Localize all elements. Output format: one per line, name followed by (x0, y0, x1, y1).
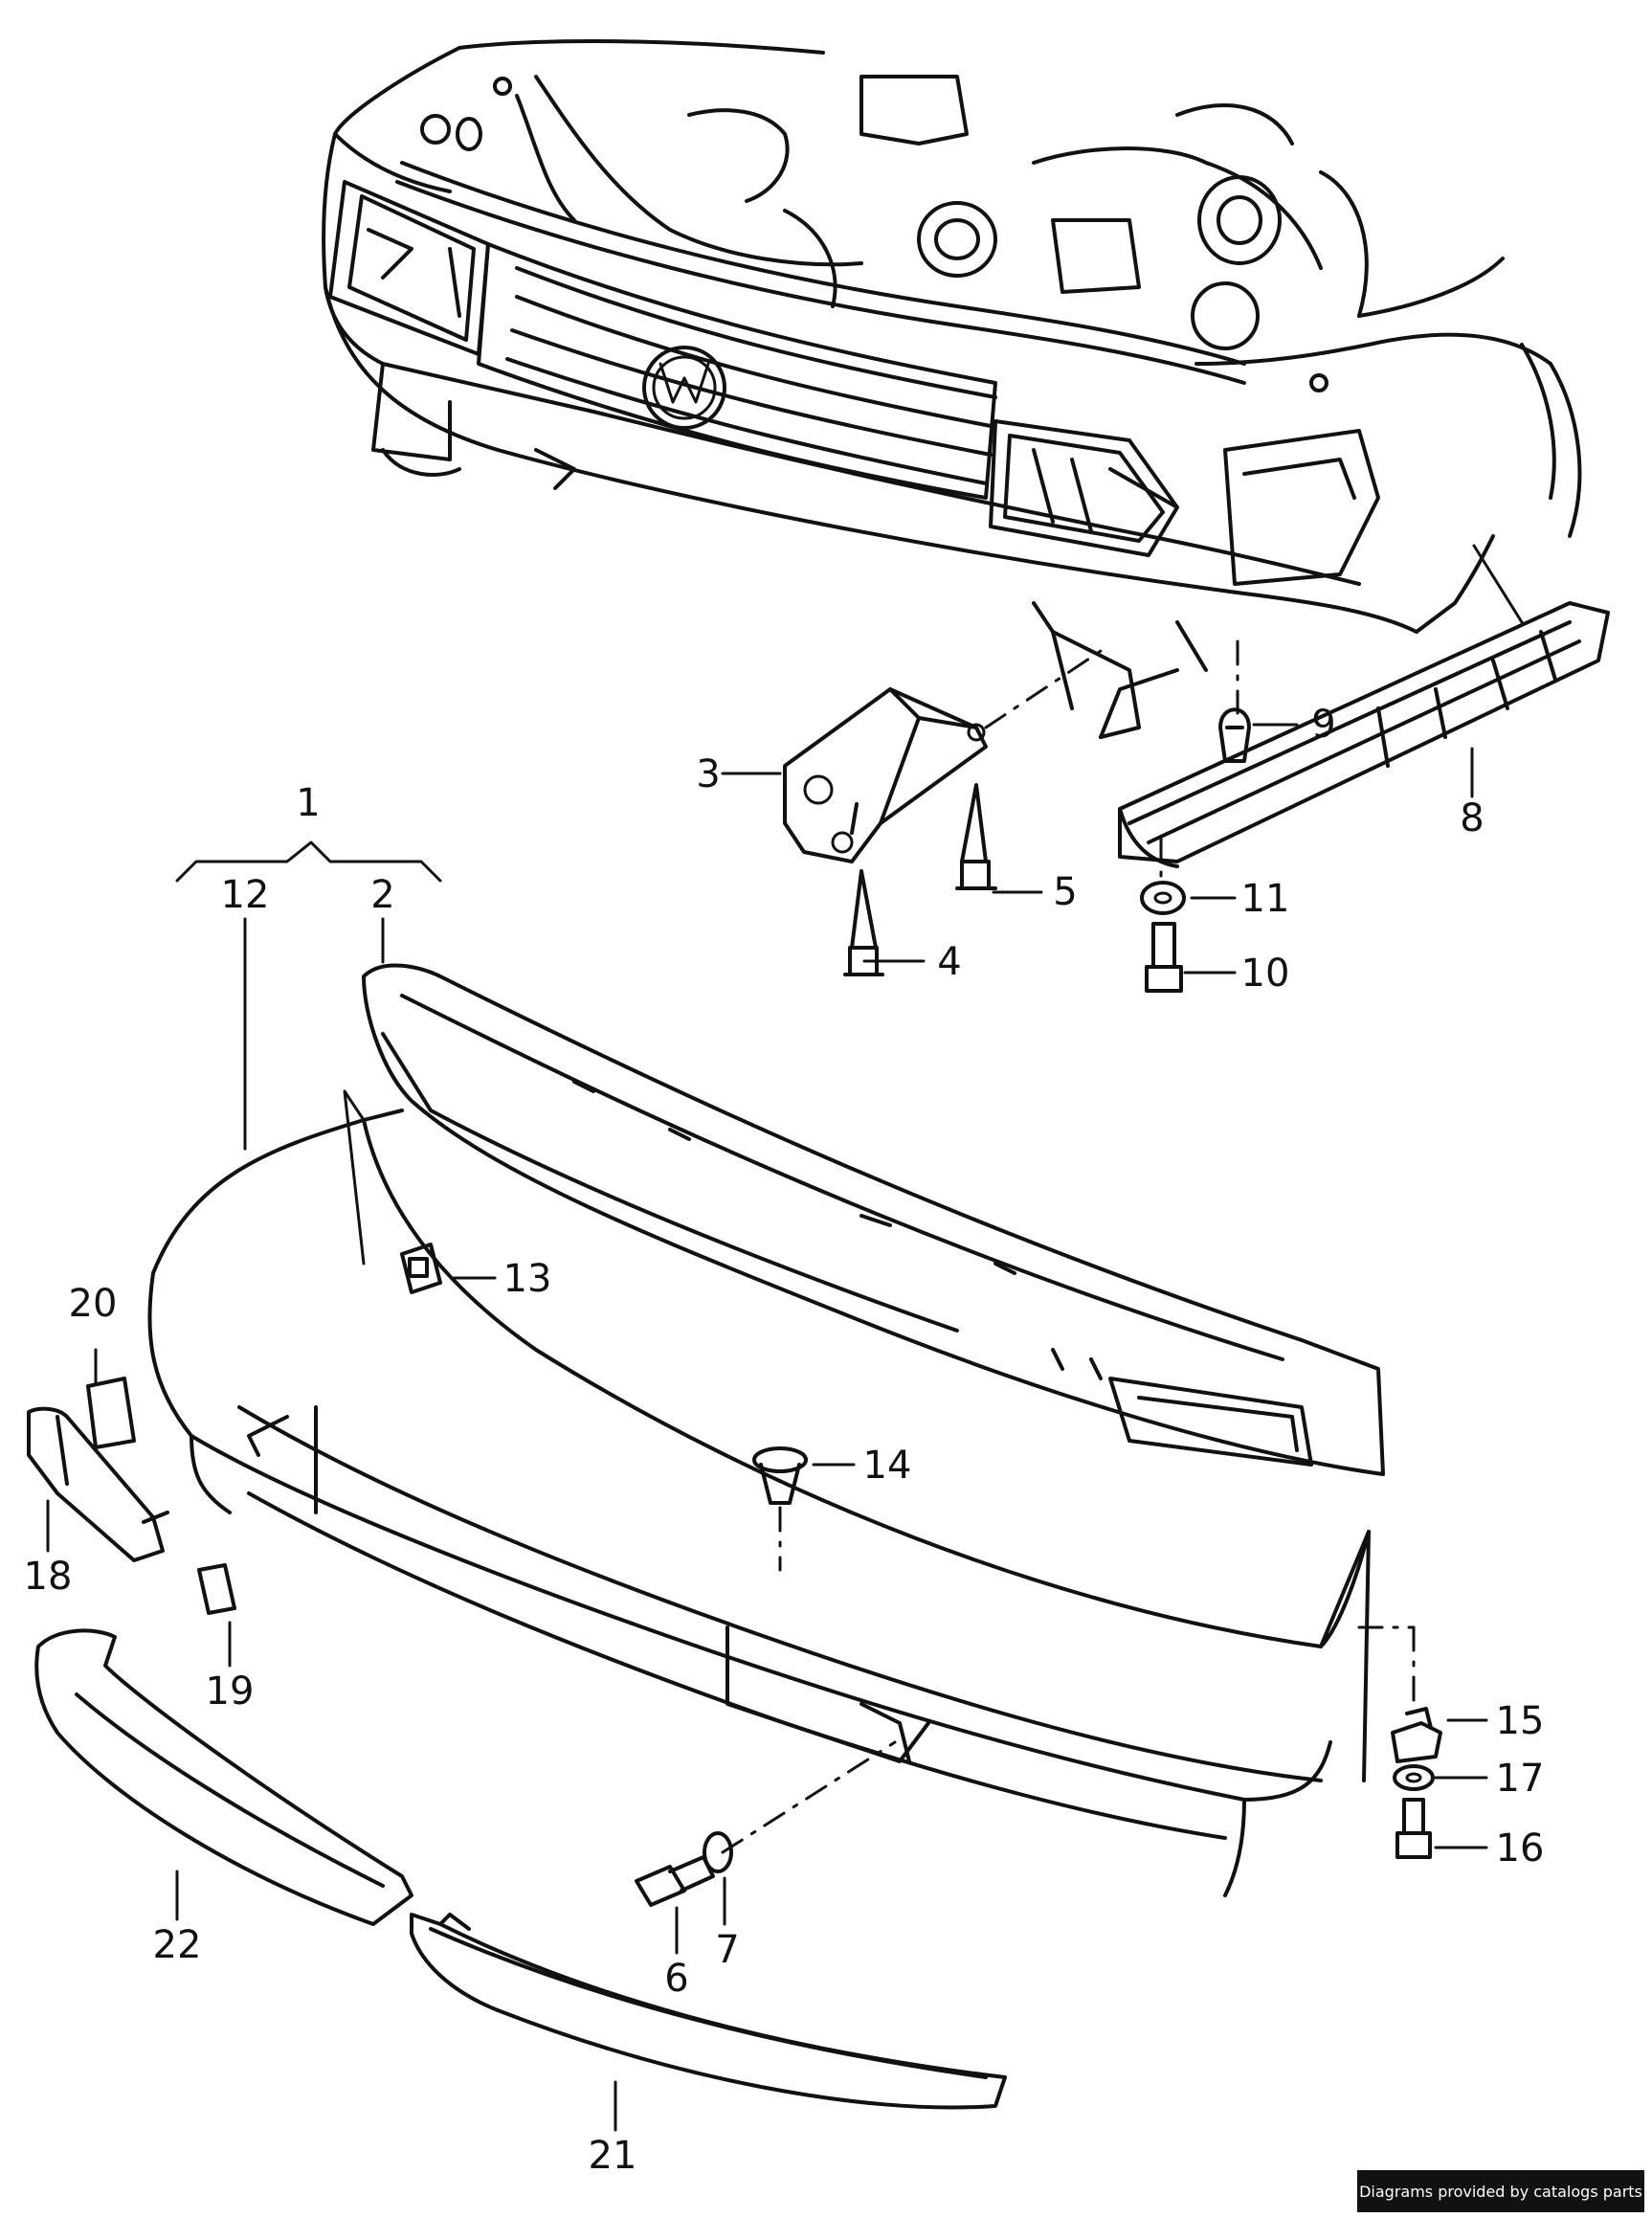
lower-body-sill (324, 285, 1495, 739)
callout-21: 21 (589, 2134, 637, 2178)
credit-badge: Diagrams provided by catalogs parts (1357, 2170, 1644, 2212)
part-8-impact-strip (1118, 544, 1610, 868)
callout-labels: 1 12 2 3 4 5 9 8 11 10 13 14 15 17 16 6 … (24, 703, 1545, 2178)
part-7-washer (703, 1831, 733, 1873)
part-17-washer (1393, 1764, 1435, 1791)
callout-18: 18 (24, 1555, 73, 1599)
callout-14: 14 (863, 1444, 912, 1488)
part-9-clip-nut (1218, 707, 1251, 763)
part-3-mounting-bracket (783, 687, 988, 863)
part-18-fog-lamp-trim (27, 1406, 169, 1562)
part-2-bumper-carrier (362, 963, 1385, 1476)
callout-20: 20 (69, 1282, 118, 1326)
callout-17: 17 (1496, 1757, 1545, 1801)
part-14-rivet (752, 1446, 808, 1505)
vw-emblem-icon (642, 346, 726, 430)
part-13-clip (400, 1243, 442, 1294)
callout-5: 5 (1053, 870, 1077, 914)
part-4-screw (843, 869, 884, 976)
callout-15: 15 (1496, 1699, 1545, 1743)
callout-8: 8 (1460, 796, 1484, 840)
callout-1: 1 (296, 781, 320, 825)
callout-7: 7 (715, 1928, 739, 1972)
part-16-bolt (1395, 1798, 1432, 1859)
part-10-bolt (1145, 922, 1183, 993)
callout-22: 22 (153, 1923, 202, 1967)
leader-lines (46, 723, 1488, 2132)
part-19-clip (197, 1563, 236, 1615)
part-15-nut-clip (1391, 1707, 1442, 1763)
callout-9: 9 (1311, 703, 1335, 747)
car-front-body (322, 39, 1582, 586)
callout-4: 4 (937, 940, 961, 984)
callout-13: 13 (503, 1257, 552, 1301)
callout-2: 2 (370, 873, 394, 917)
part-11-washer (1140, 881, 1186, 915)
front-grille (477, 242, 997, 500)
assembly-center-lines (721, 639, 1416, 1854)
part-6-bolt (635, 1855, 715, 1907)
callout-19: 19 (206, 1669, 255, 1714)
part-22-spoiler-left (34, 1628, 413, 1926)
right-headlight (989, 419, 1380, 586)
callout-11: 11 (1241, 877, 1290, 921)
part-21-spoiler-right (410, 1913, 1007, 2110)
part-12-bumper-cover (147, 1089, 1371, 1897)
callout-6: 6 (664, 1957, 688, 2001)
callout-10: 10 (1241, 952, 1290, 996)
callout-12: 12 (221, 873, 270, 917)
part-5-screw (955, 783, 997, 890)
part-20-reflector-insert (86, 1377, 136, 1449)
callout-16: 16 (1496, 1826, 1545, 1871)
callout-3: 3 (696, 752, 720, 796)
